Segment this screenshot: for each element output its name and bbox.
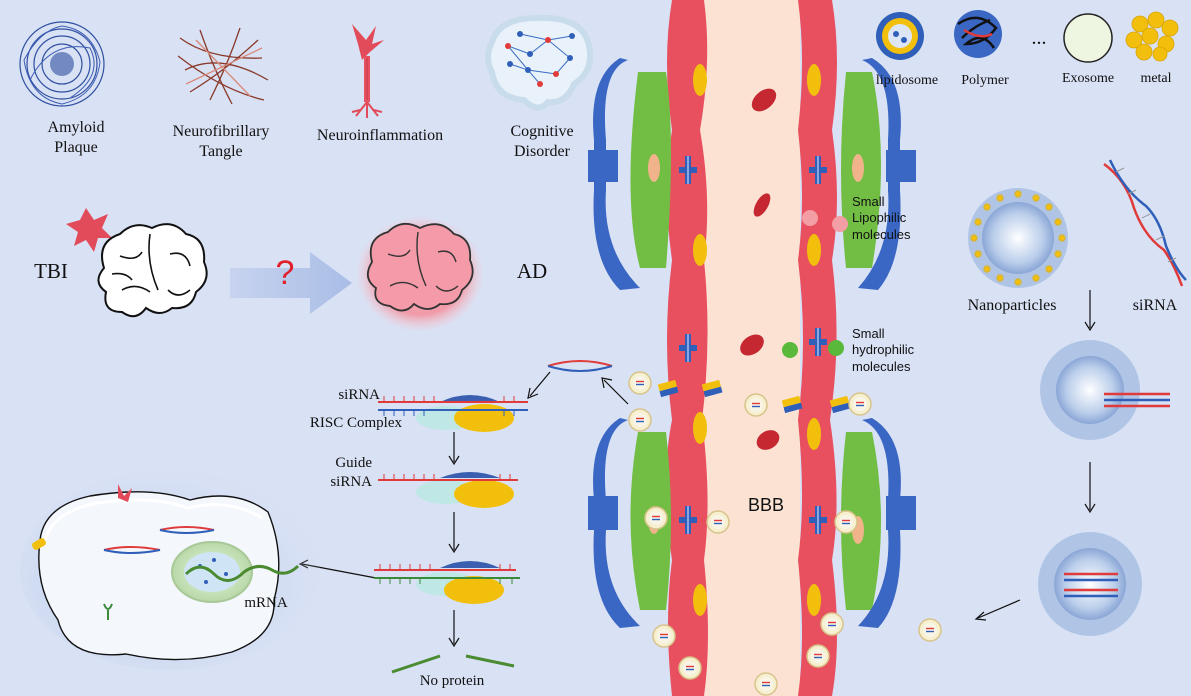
small-lipophilic-label: Small Lipophilic molecules [852, 194, 911, 242]
nanoparticle-loading [1040, 340, 1170, 440]
lipidosome-icon [876, 12, 924, 60]
neurofibrillary-tangle-icon [177, 27, 269, 105]
exosome-label: Exosome [1061, 71, 1115, 86]
cleaved-mrna [391, 654, 515, 674]
astrocyte-right-lower [841, 418, 916, 628]
lipidosome-label: lipidosome [875, 73, 939, 88]
guide-sirna-label: Guide siRNA [330, 455, 372, 490]
bbb-label: BBB [747, 495, 785, 515]
no-protein-label: No protein [419, 673, 485, 689]
astrocyte-left-upper [588, 58, 671, 290]
risc-complex-step [378, 395, 528, 432]
guide-sirna-step [378, 472, 518, 508]
mrna-label: mRNA [244, 595, 288, 611]
sirna-step-label: siRNA [338, 387, 380, 403]
target-cell [20, 470, 320, 670]
cognitive-disorder-brain-icon [485, 14, 594, 111]
brain-outline-icon [97, 223, 208, 318]
progression-arrow [230, 252, 352, 314]
small-hydrophilic-label: Small hydrophilic molecules [852, 326, 915, 374]
polymer-icon [954, 10, 1002, 58]
amyloid-plaque-icon [19, 21, 105, 107]
sirna-helix-icon [1103, 159, 1187, 287]
risc-complex-label: RISC Complex [309, 415, 402, 431]
red-blood-cells [740, 88, 780, 450]
ellipsis-label: ... [1031, 27, 1047, 49]
question-mark: ? [275, 254, 295, 292]
amyloid-plaque-label: Amyloid Plaque [47, 119, 105, 156]
tbi-label: TBI [34, 259, 68, 283]
hydrophilic-molecules [782, 340, 844, 358]
sirna-fragment [547, 360, 613, 372]
explosion-icon [66, 208, 112, 252]
lipophilic-molecules [802, 210, 848, 232]
metal-icon [1125, 11, 1179, 62]
ad-brain-icon [356, 216, 484, 332]
mrna-binding-step [374, 561, 520, 604]
metal-label: metal [1140, 71, 1172, 86]
sirna-label-right: siRNA [1132, 297, 1178, 314]
neurofibrillary-tangle-label: Neurofibrillary Tangle [172, 123, 270, 160]
neuroinflammation-label: Neuroinflammation [316, 127, 444, 144]
exosome-icon [1063, 13, 1113, 63]
neuron-icon [351, 24, 384, 118]
cognitive-disorder-label: Cognitive Disorder [510, 123, 574, 160]
polymer-label: Polymer [961, 73, 1009, 88]
astrocyte-right-upper [841, 58, 916, 290]
nanoparticles-label: Nanoparticles [967, 297, 1057, 314]
nanoparticle-loaded [1038, 532, 1142, 636]
nanoparticle-large [968, 188, 1068, 288]
ad-label: AD [516, 259, 548, 283]
